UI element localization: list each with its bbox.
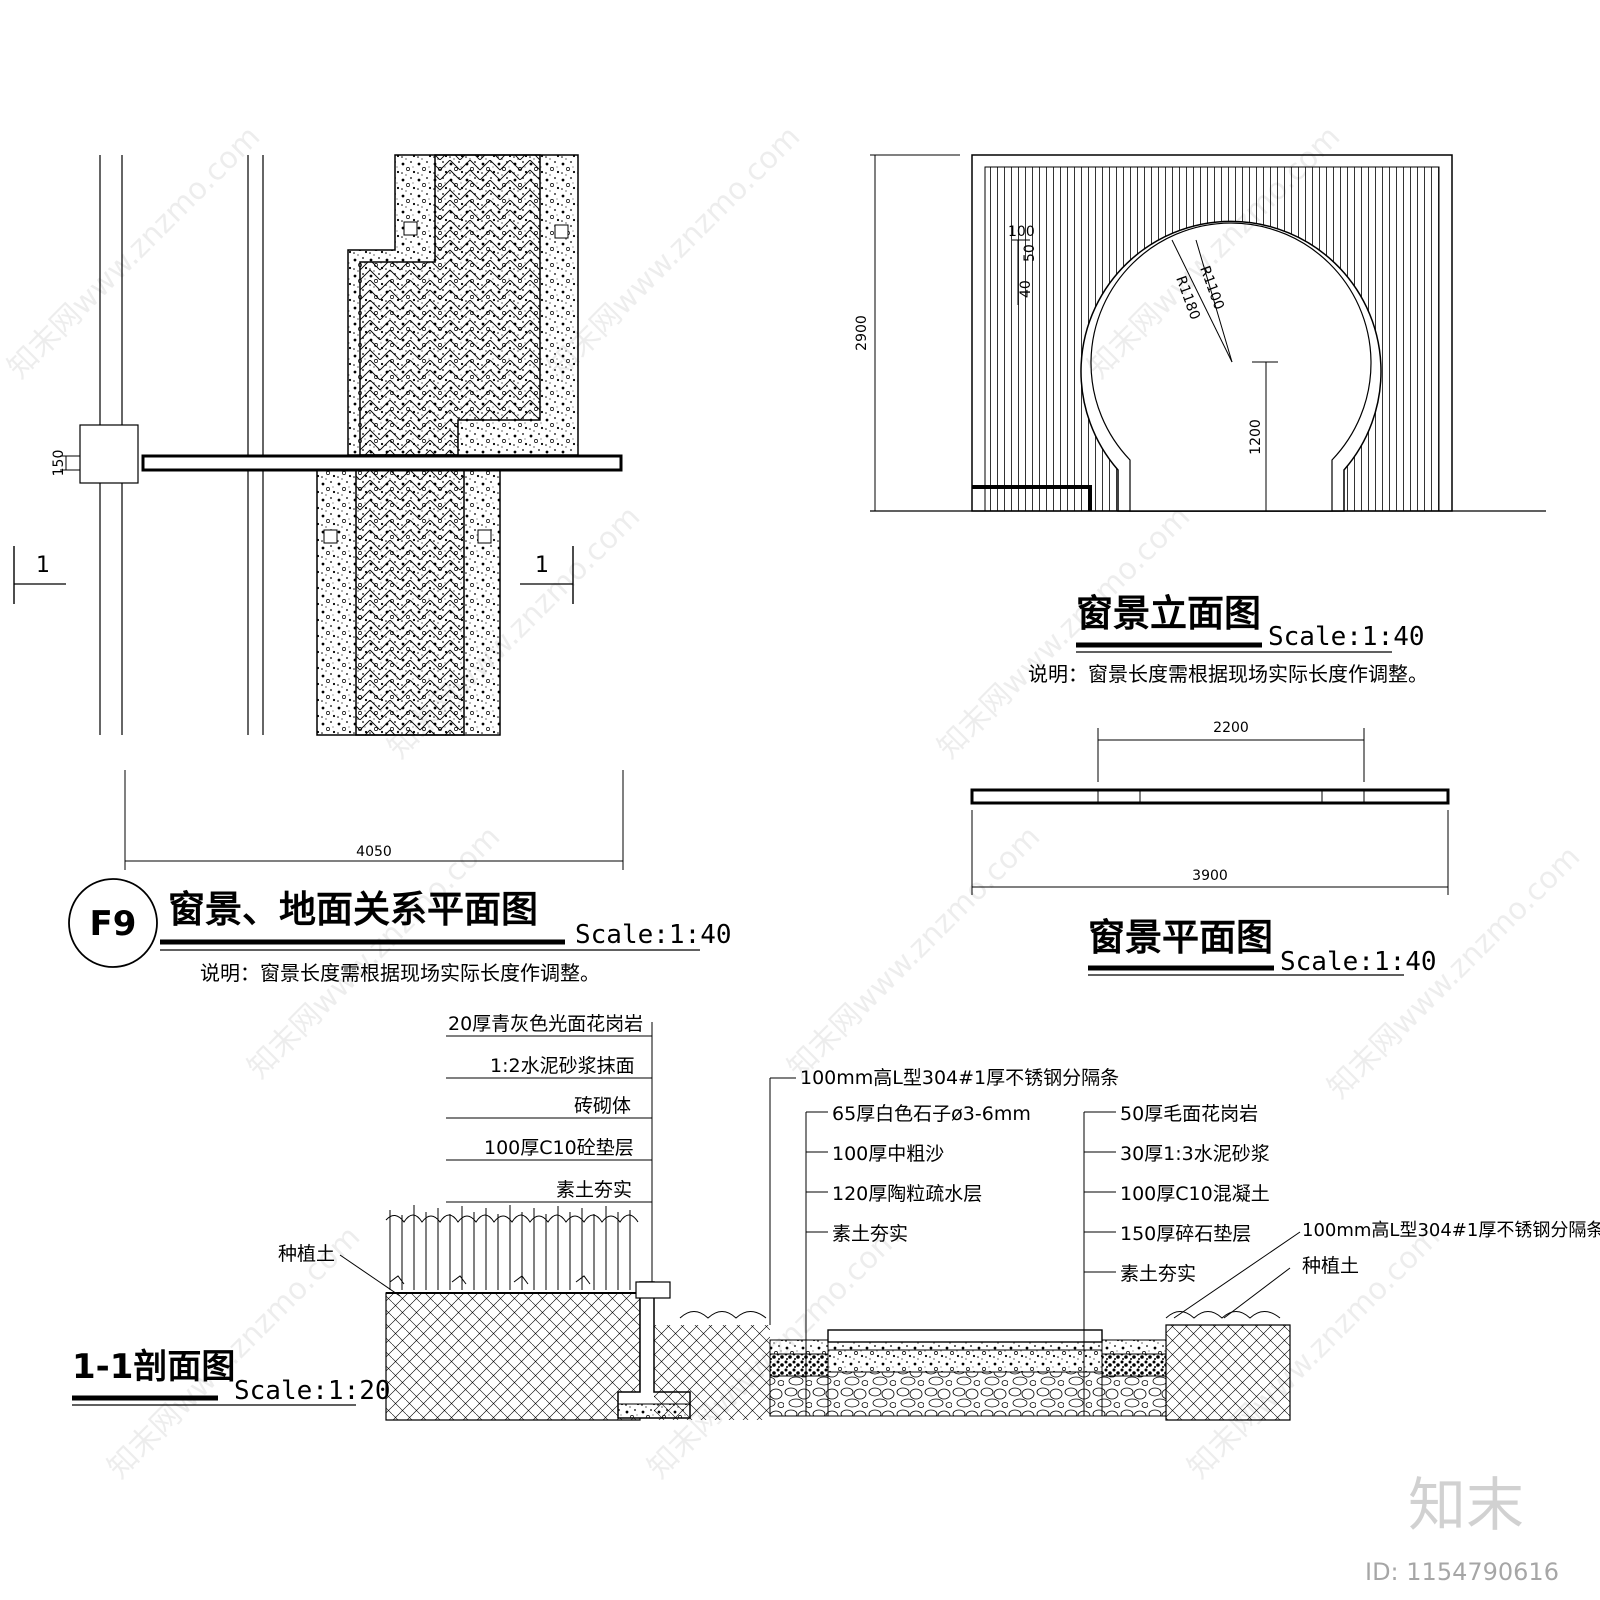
wall-coping <box>635 1281 671 1299</box>
elevation-scale: Scale:1:40 <box>1268 622 1425 652</box>
plan-view-note: 说明：窗景长度需根据现场实际长度作调整。 <box>200 961 600 985</box>
callout-gravel-2: 100厚中粗沙 <box>832 1143 944 1165</box>
elevation-title: 窗景立面图 <box>1076 592 1261 635</box>
callout-wall-5: 素土夯实 <box>556 1179 632 1201</box>
callout-wall-1: 20厚青灰色光面花岗岩 <box>448 1013 643 1035</box>
callout-paving-5: 素土夯实 <box>1120 1263 1196 1285</box>
dim-100-label: 100 <box>1008 224 1035 240</box>
radius-leader <box>1171 239 1233 363</box>
section-scale: Scale:1:20 <box>234 1376 391 1406</box>
light-marker <box>554 224 569 239</box>
dim-50-label: 50 <box>1022 244 1038 262</box>
callout-gravel-3: 120厚陶粒疏水层 <box>832 1183 982 1205</box>
section-view: 20厚青灰色光面花岗岩 1:2水泥砂浆抹面 砖砌体 100厚C10砼垫层 素土夯… <box>72 1013 1600 1421</box>
callout-paving-2: 30厚1:3水泥砂浆 <box>1120 1143 1270 1165</box>
drawing-number-badge: F9 <box>90 904 137 944</box>
callout-gravel-4: 素土夯实 <box>832 1223 908 1245</box>
window-plan-view: 2200 3900 窗景平面图 Scale:1:40 <box>970 720 1450 977</box>
plan-view: 150 1 1 4050 F9 窗景、地面关系平面图 Scale:1:40 说明… <box>13 154 732 985</box>
image-id: ID: 1154790616 <box>1365 1558 1559 1586</box>
granite-paving <box>827 1329 1103 1343</box>
groundcover-left <box>679 1311 767 1319</box>
dim-3900-label: 3900 <box>1192 868 1228 884</box>
planting-soil-left <box>385 1292 641 1421</box>
light-marker <box>403 221 418 236</box>
coarse-sand-layer-right <box>1101 1353 1167 1377</box>
plan-view-scale: Scale:1:40 <box>575 920 732 950</box>
crushed-stone-base <box>827 1371 1103 1417</box>
callout-edge-strip: 100mm高L型304#1厚不锈钢分隔条 <box>800 1067 1119 1089</box>
elevation-view: 2900 1200 100 50 40 R1180 R1100 窗景立面图 Sc… <box>854 154 1546 686</box>
section-mark-right: 1 <box>535 553 549 578</box>
section-title: 1-1剖面图 <box>72 1347 235 1387</box>
brand-watermark: 知末 <box>1408 1471 1524 1539</box>
lower-herringbone-paving <box>355 469 465 736</box>
callout-paving-1: 50厚毛面花岗岩 <box>1120 1103 1258 1125</box>
white-pebble-layer-right <box>1101 1339 1167 1355</box>
leader-lines <box>339 1022 1301 1416</box>
callout-wall-2: 1:2水泥砂浆抹面 <box>490 1055 635 1077</box>
elevation-note: 说明：窗景长度需根据现场实际长度作调整。 <box>1028 662 1428 686</box>
callout-edge-strip-right: 100mm高L型304#1厚不锈钢分隔条 <box>1302 1220 1600 1241</box>
callout-paving-4: 150厚碎石垫层 <box>1120 1223 1251 1245</box>
watermark-text: 知末网www.znzmo.com <box>541 119 807 385</box>
dim-40-label: 40 <box>1018 280 1034 298</box>
subgrade-left <box>654 1325 770 1420</box>
window-plan-title: 窗景平面图 <box>1088 916 1273 959</box>
callout-paving-3: 100厚C10混凝土 <box>1120 1183 1270 1205</box>
callout-wall-4: 100厚C10砼垫层 <box>484 1137 634 1159</box>
callout-wall-3: 砖砌体 <box>574 1095 631 1117</box>
mortar-bed <box>827 1341 1103 1351</box>
light-marker <box>323 529 338 544</box>
ceramsite-drainage-layer <box>769 1375 829 1417</box>
moon-gate-opening <box>1090 222 1372 512</box>
groundcover-right <box>1165 1311 1281 1319</box>
concrete-base <box>827 1349 1103 1373</box>
radius-leader <box>1195 239 1233 363</box>
plan-view-title: 窗景、地面关系平面图 <box>168 888 538 931</box>
dim-2900-label: 2900 <box>854 315 870 351</box>
window-bar-plan <box>141 454 623 472</box>
planting-soil-right <box>1165 1324 1291 1421</box>
drawing-number-circle <box>68 878 158 968</box>
section-mark-left: 1 <box>36 553 50 578</box>
window-plan-scale: Scale:1:40 <box>1280 947 1437 977</box>
watermark-text: 知末网www.znzmo.com <box>1 119 267 385</box>
callout-gravel-1: 65厚白色石子ø3-6mm <box>832 1103 1031 1125</box>
upper-herringbone-paving <box>359 154 541 456</box>
light-marker <box>477 529 492 544</box>
ground-step <box>972 485 1092 511</box>
dim-150-label: 150 <box>51 450 67 477</box>
dim-4050-label: 4050 <box>356 844 392 860</box>
watermark-text: 知末网www.znzmo.com <box>781 819 1047 1085</box>
callout-planting-right: 种植土 <box>1302 1255 1359 1277</box>
dim-1200-label: 1200 <box>1248 419 1264 455</box>
post-box <box>79 424 139 484</box>
shrub-planting <box>385 1205 639 1290</box>
window-bar-top-view <box>970 788 1450 805</box>
dim-2200-label: 2200 <box>1213 720 1249 736</box>
callout-planting-left: 种植土 <box>278 1243 335 1265</box>
drainage-layer-right <box>1101 1375 1167 1417</box>
